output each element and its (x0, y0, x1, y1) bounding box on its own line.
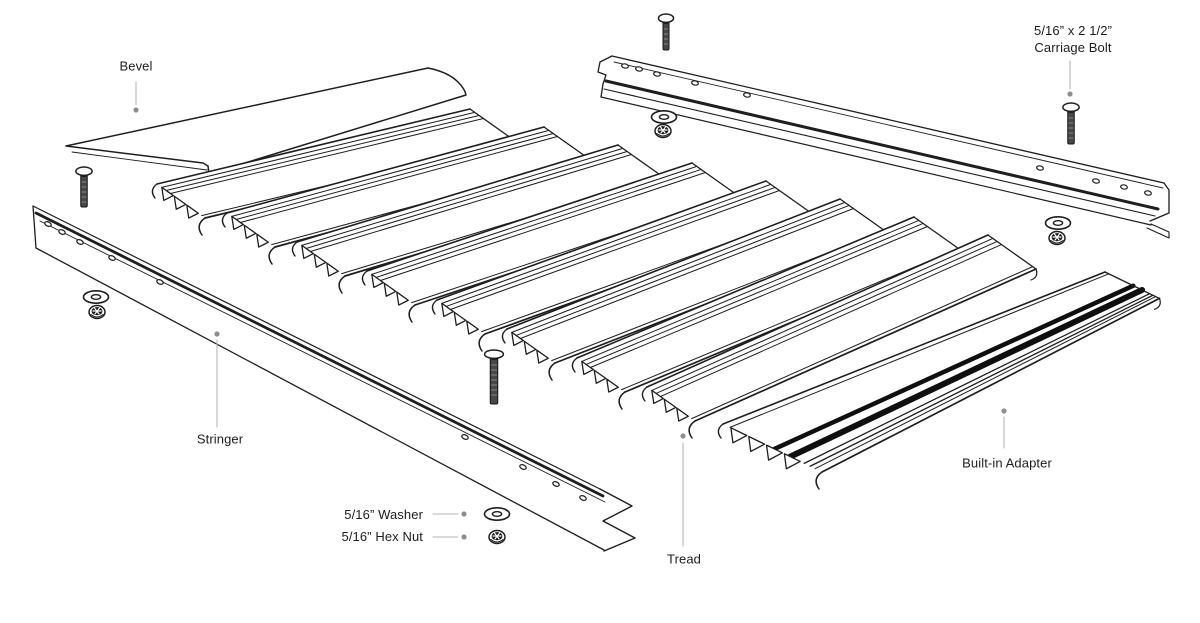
hex-nut-top (654, 123, 672, 139)
carriage-bolt-right (1062, 102, 1080, 145)
label-tread: Tread (667, 551, 701, 567)
bevel-leader (133, 81, 139, 113)
bevel-part (65, 67, 467, 175)
washer-labeled (483, 506, 511, 521)
washer-right (1044, 216, 1072, 231)
stringer-left-part (32, 205, 636, 552)
label-hex-nut: 5/16” Hex Nut (341, 529, 423, 544)
stringer-leader (214, 331, 220, 428)
label-washer: 5/16” Washer (344, 507, 423, 522)
built-in-adapter-leader (1001, 408, 1007, 449)
built-in-adapter-part (717, 271, 1161, 490)
carriage-bolt-left (75, 166, 93, 208)
stringer-top-part (597, 55, 1170, 239)
hex-nut-right (1048, 230, 1066, 246)
carriage-bolt-middle (483, 349, 505, 405)
label-bevel: Bevel (119, 58, 153, 74)
hex-nut-labeled (488, 529, 506, 545)
tread-part-8 (641, 234, 1038, 439)
carriage-bolt-top (657, 13, 675, 51)
label-built-in-adapter: Built-in Adapter (962, 455, 1052, 471)
label-carriage-bolt-name: Carriage Bolt (1034, 40, 1112, 55)
washer-left (82, 289, 110, 304)
washer-top (650, 110, 678, 125)
hex-nut-left (88, 304, 106, 320)
tread-leader (680, 433, 686, 547)
label-stringer: Stringer (196, 431, 244, 447)
hex-nut-leader (432, 534, 467, 540)
washer-leader (432, 511, 467, 517)
label-carriage-bolt: 5/16” x 2 1/2” Carriage Bolt (1034, 22, 1112, 56)
carriage-bolt-leader (1067, 60, 1073, 97)
label-carriage-bolt-size: 5/16” x 2 1/2” (1034, 23, 1112, 38)
